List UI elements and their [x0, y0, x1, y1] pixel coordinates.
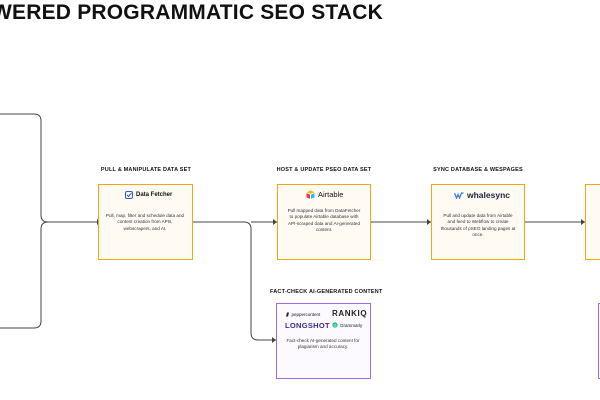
host-card[interactable]: Airtable Pull mapped data from DataFetch… [277, 184, 371, 260]
svg-text:G: G [334, 323, 337, 327]
pull-logo-text: Data Fetcher [136, 192, 173, 198]
factcheck-label: FACT-CHECK AI-GENERATED CONTENT [270, 289, 383, 295]
next-card-partial[interactable] [585, 184, 600, 260]
sync-description: Pull and update data from Airtable and f… [440, 213, 516, 237]
grammarly-logo: G Grammarly [332, 322, 362, 328]
connector-to-factcheck [193, 221, 276, 341]
factcheck-card[interactable]: peppercontent RANKIQ LONGSHOT G Grammarl… [276, 303, 371, 379]
grammarly-icon: G [332, 322, 338, 328]
whalesync-icon [454, 191, 464, 199]
host-logo-text: Airtable [318, 190, 344, 199]
connector-left-bottom [0, 221, 49, 329]
connector-left-top [0, 113, 97, 223]
pull-label: PULL & MANIPULATE DATA SET [100, 167, 192, 173]
longshot-logo: LONGSHOT [285, 321, 330, 330]
sync-logo-text: whalesync [467, 190, 510, 200]
sync-label: SYNC DATABASE & WESPAGES [433, 167, 523, 173]
pepper-icon [286, 312, 289, 317]
pull-description: Pull, map, filter and schedule data and … [105, 213, 185, 231]
next-purple-card-partial[interactable] [598, 303, 600, 379]
arrowhead-sync [427, 219, 431, 225]
host-description: Pull mapped data from DataFetcher to pop… [287, 208, 361, 232]
host-logo: Airtable [306, 190, 343, 199]
checkbox-icon [125, 191, 133, 199]
arrowhead-next [581, 219, 585, 225]
sync-card[interactable]: whalesync Pull and update data from Airt… [431, 184, 525, 260]
grammarly-text: Grammarly [340, 322, 363, 328]
peppercontent-text: peppercontent [291, 312, 321, 317]
arrowhead-factcheck [272, 337, 276, 343]
airtable-icon [306, 190, 315, 199]
sync-logo: whalesync [454, 190, 510, 200]
host-label: HOST & UPDATE PSEO DATA SET [276, 167, 372, 173]
factcheck-description: Fact-check AI-generated content for plag… [286, 338, 360, 350]
arrowhead-host [273, 219, 277, 225]
rankiq-logo: RANKIQ [332, 309, 368, 318]
pull-logo: Data Fetcher [125, 191, 172, 199]
diagram-title: WERED PROGRAMMATIC SEO STACK [0, 1, 383, 24]
peppercontent-logo: peppercontent [285, 312, 320, 317]
pull-card[interactable]: Data Fetcher Pull, map, filter and sched… [98, 184, 193, 260]
